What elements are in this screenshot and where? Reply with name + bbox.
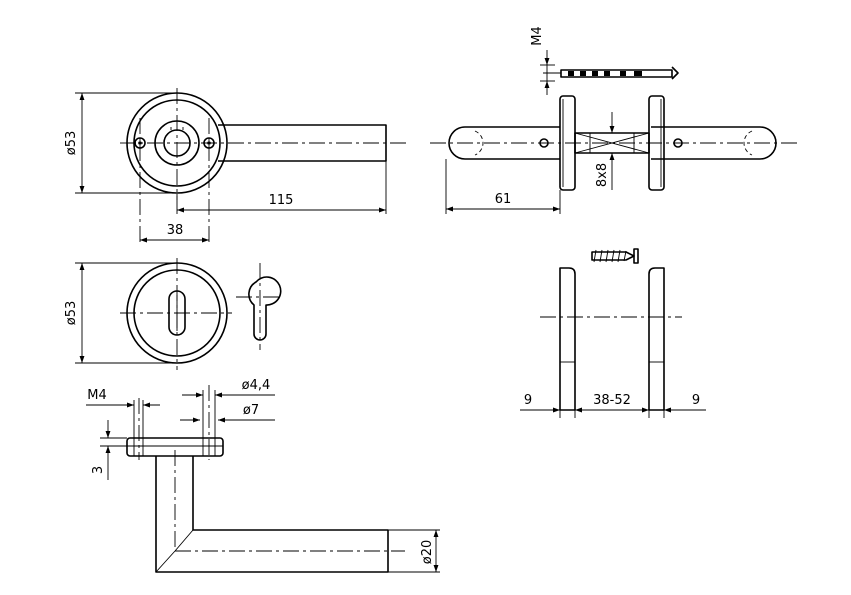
label-rose-height: 3 <box>91 466 106 474</box>
label-rose-thickness-right: 9 <box>692 393 700 408</box>
label-rose-diameter-top: ø53 <box>64 131 79 156</box>
wood-screw <box>591 248 639 264</box>
label-hole-diameter-large: ø7 <box>243 403 259 418</box>
label-door-thickness: 38-52 <box>593 393 631 408</box>
front-view-rose-lever <box>120 88 408 246</box>
label-rose-thickness-left: 9 <box>524 393 532 408</box>
label-lever-length: 115 <box>269 193 294 208</box>
side-view-assembly <box>430 63 800 191</box>
dimension-lines <box>75 50 706 572</box>
label-spindle-thread-top: M4 <box>530 26 545 46</box>
threaded-rod <box>543 63 679 83</box>
label-rose-diameter-bottom: ø53 <box>64 301 79 326</box>
label-screw-spacing: 38 <box>167 223 184 238</box>
label-hole-diameter-small: ø4,4 <box>242 378 271 393</box>
dimension-labels: ø53 115 38 M4 8x8 61 ø53 9 38-52 9 M4 ø4… <box>64 26 700 564</box>
door-section-view <box>540 248 682 411</box>
label-spindle-size: 8x8 <box>595 163 610 187</box>
escutcheon-view <box>120 258 282 370</box>
label-lever-diameter: ø20 <box>420 540 435 565</box>
label-thread-side: M4 <box>87 388 107 403</box>
label-lever-offset: 61 <box>495 192 512 207</box>
lever-side-view <box>126 385 440 573</box>
